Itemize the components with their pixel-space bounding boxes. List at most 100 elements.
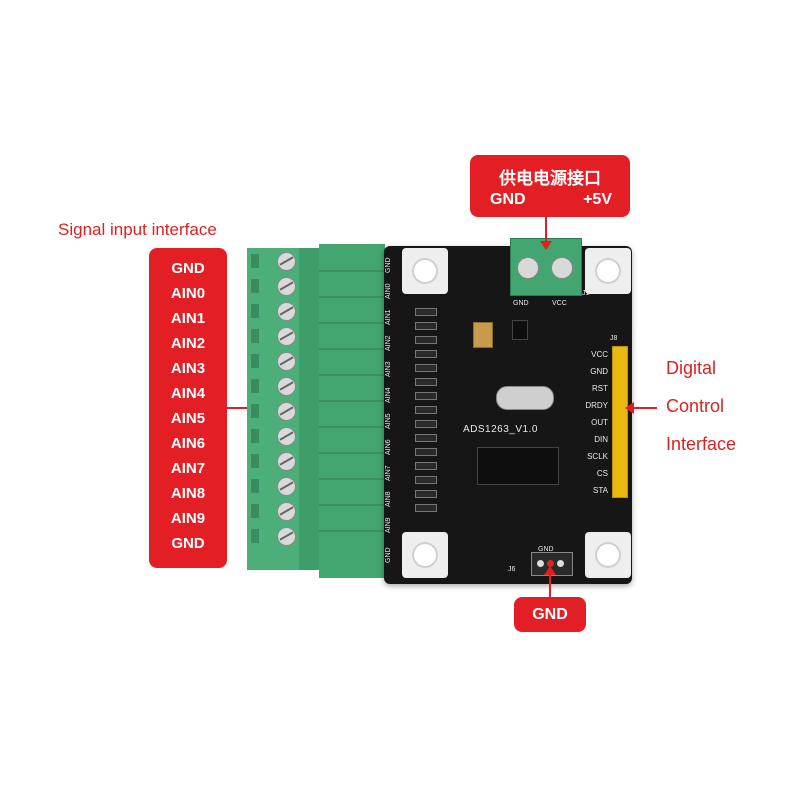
- screw-icon: [277, 452, 296, 471]
- terminal-rib: [319, 400, 385, 402]
- header-pin-label: STA: [593, 486, 608, 495]
- j1-label: J1: [582, 290, 590, 297]
- terminal-rib: [319, 478, 385, 480]
- pin-label: AIN6: [170, 435, 206, 452]
- pin-hole: [537, 560, 544, 567]
- screw-icon: [277, 377, 296, 396]
- silk-label: AIN5: [385, 413, 392, 429]
- terminal-rib: [319, 374, 385, 376]
- terminal-rib: [319, 296, 385, 298]
- silk-label: AIN4: [385, 387, 392, 403]
- silk-label: AIN0: [385, 283, 392, 299]
- silk-label: AIN7: [385, 465, 392, 481]
- header-pin-label: VCC: [591, 350, 608, 359]
- screw-icon: [277, 477, 296, 496]
- header-pin-label: GND: [590, 367, 608, 376]
- pin-label: GND: [171, 535, 205, 552]
- pin-label: AIN9: [170, 510, 206, 527]
- screw-icon: [277, 502, 296, 521]
- terminal-cell: [251, 404, 259, 418]
- screw-icon: [277, 302, 296, 321]
- silk-label: AIN6: [385, 439, 392, 455]
- pin-label-box: GND AIN0 AIN1 AIN2 AIN3 AIN4 AIN5 AIN6 A…: [149, 248, 227, 568]
- power-5v-label: +5V: [583, 191, 612, 208]
- power-pin-label: VCC: [552, 300, 567, 307]
- resistor: [415, 350, 437, 358]
- silk-label: AIN1: [385, 309, 392, 325]
- mounting-hole: [585, 248, 631, 294]
- terminal-cell: [251, 254, 259, 268]
- signal-input-label: Signal input interface: [58, 220, 217, 239]
- header-pin-label: SCLK: [587, 452, 608, 461]
- terminal-block-body: [319, 244, 385, 578]
- j6-label: J6: [508, 566, 516, 573]
- power-label-box: 供电电源接口 GND +5V: [470, 155, 630, 217]
- terminal-cell: [251, 479, 259, 493]
- arrow-icon: [625, 402, 634, 414]
- terminal-block-middle: [299, 248, 319, 570]
- pin-label: GND: [171, 260, 205, 277]
- j6-pin-label: GND: [538, 546, 554, 553]
- capacitor: [415, 308, 437, 316]
- screw-icon: [551, 257, 573, 279]
- terminal-cell: [251, 354, 259, 368]
- terminal-cell: [251, 429, 259, 443]
- terminal-rib: [319, 270, 385, 272]
- pin-label: AIN5: [170, 410, 206, 427]
- resistor: [415, 378, 437, 386]
- screw-icon: [277, 352, 296, 371]
- resistor: [415, 322, 437, 330]
- silk-label: GND: [385, 547, 392, 563]
- pin-label: AIN0: [170, 285, 206, 302]
- silk-label: AIN9: [385, 517, 392, 533]
- screw-icon: [517, 257, 539, 279]
- capacitor: [415, 476, 437, 484]
- terminal-rib: [319, 504, 385, 506]
- arrow-icon: [544, 566, 556, 575]
- mounting-hole: [585, 532, 631, 578]
- capacitor: [415, 504, 437, 512]
- terminal-cell: [251, 379, 259, 393]
- silk-label: GND: [385, 257, 392, 273]
- pin-label: AIN8: [170, 485, 206, 502]
- capacitor: [415, 392, 437, 400]
- terminal-rib: [319, 452, 385, 454]
- terminal-cell: [251, 504, 259, 518]
- screw-icon: [277, 252, 296, 271]
- capacitor: [415, 448, 437, 456]
- digital-label-line: Interface: [666, 434, 737, 454]
- terminal-rib: [319, 322, 385, 324]
- pin-label: AIN7: [170, 460, 206, 477]
- digital-label-line: Control: [666, 396, 725, 416]
- mounting-hole: [402, 532, 448, 578]
- pin-label: AIN3: [170, 360, 206, 377]
- silk-label: AIN8: [385, 491, 392, 507]
- pcb-board: [384, 246, 632, 584]
- resistor: [415, 406, 437, 414]
- pin-header: [612, 346, 628, 498]
- connector-line: [545, 217, 547, 243]
- resistor: [415, 490, 437, 498]
- board-name: ADS1263_V1.0: [463, 424, 538, 435]
- screw-icon: [277, 427, 296, 446]
- adc-chip: [477, 447, 559, 485]
- header-pin-label: OUT: [591, 418, 608, 427]
- terminal-rib: [319, 426, 385, 428]
- terminal-rib: [319, 530, 385, 532]
- resistor: [415, 434, 437, 442]
- capacitor: [415, 364, 437, 372]
- digital-label-line: Digital: [666, 358, 717, 378]
- j8-label: J8: [610, 335, 618, 342]
- pin-hole: [547, 560, 554, 567]
- connector-line: [549, 570, 551, 597]
- terminal-cell: [251, 454, 259, 468]
- crystal-oscillator: [496, 386, 554, 410]
- terminal-cell: [251, 329, 259, 343]
- capacitor: [415, 420, 437, 428]
- power-gnd-label: GND: [490, 191, 526, 208]
- terminal-rib: [319, 348, 385, 350]
- header-pin-label: CS: [596, 469, 608, 478]
- pin-label: AIN2: [170, 335, 206, 352]
- terminal-cell: [251, 304, 259, 318]
- screw-icon: [277, 327, 296, 346]
